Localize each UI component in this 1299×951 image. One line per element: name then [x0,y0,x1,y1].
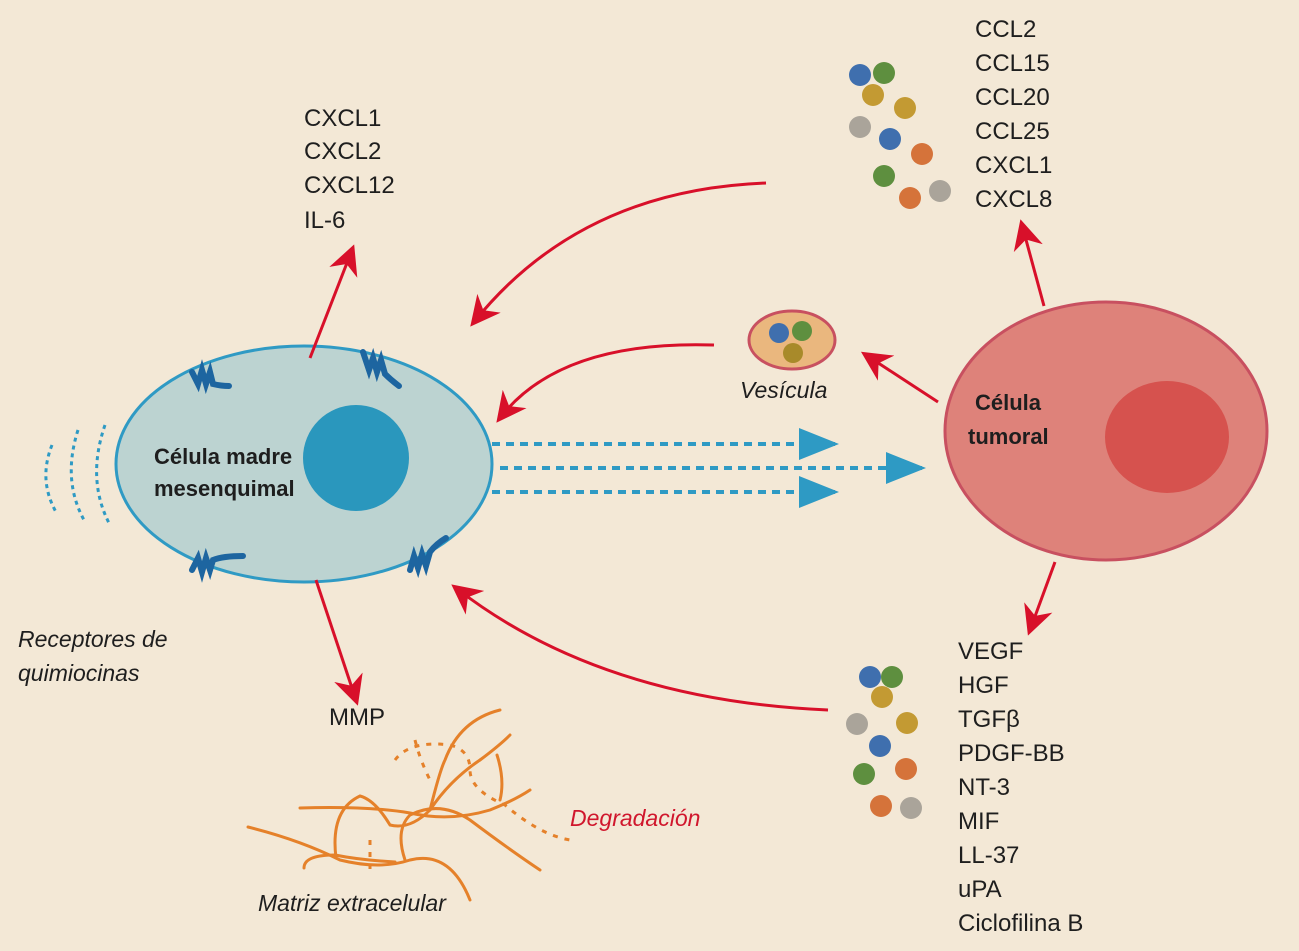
list-item: NT-3 [958,774,1010,801]
bead-blue [859,666,881,688]
list-item: HGF [958,672,1009,699]
bead-blue [849,64,871,86]
receptor-icon [360,347,402,389]
mmp-label: MMP [329,704,385,731]
list-item: CXCL8 [975,186,1052,213]
bead-yellow [862,84,884,106]
list-item: LL-37 [958,842,1019,869]
bead-green [881,666,903,688]
tumor-bottom-list: VEGF HGF TGFβ PDGF-BB NT-3 MIF LL-37 uPA… [958,638,1083,937]
receptors-label-line1: Receptores de [18,626,168,652]
arrow-mmp [314,579,363,706]
bead-gray [846,713,868,735]
list-item: VEGF [958,638,1023,665]
list-item: CXCL2 [304,138,381,165]
bead-yellow [896,712,918,734]
list-item: Ciclofilina B [958,910,1083,937]
arrow-stem-secretion [308,244,358,359]
vesicle-label: Vesícula [740,377,827,403]
list-item: CXCL12 [304,172,395,199]
receptor-icon [407,535,449,579]
bead-green [873,165,895,187]
red-arrows [308,181,1057,712]
bead-green [853,763,875,785]
stem-cell-nucleus [303,405,409,511]
arrow-bottom-factors [451,584,829,712]
tumor-cell-nucleus [1105,381,1229,493]
arrow-top-chemokines [470,181,767,327]
signal-waves-icon [44,424,112,526]
receptor-icons [189,347,449,583]
arrow-tumor-top [1013,219,1046,307]
arrow-tumor-bottom [1024,561,1057,636]
arrow-tumor-vesicle [860,351,939,404]
bead-orange [899,187,921,209]
bead-gray [900,797,922,819]
stem-cell-label-line2: mesenquimal [154,476,295,501]
stem-cell-label-line1: Célula madre [154,444,292,469]
bead-orange [895,758,917,780]
bead-green [873,62,895,84]
list-item: IL-6 [304,207,345,234]
list-item: CCL20 [975,84,1050,111]
receptor-icon [189,359,232,395]
vesicle-body [747,309,837,371]
bead-blue [879,128,901,150]
bead-orange [911,143,933,165]
bead-yellow [871,686,893,708]
arrow-vesicle [496,343,715,423]
tumor-cell-label-line2: tumoral [968,424,1049,449]
stem-secreted-list: CXCL1 CXCL2 CXCL12 IL-6 [304,105,395,234]
bead-gray [929,180,951,202]
vesicle[interactable] [747,309,837,371]
tumor-cell-label-line1: Célula [975,390,1042,415]
list-item: CXCL1 [975,152,1052,179]
degraded-fibers [368,739,571,870]
receptors-label-line2: quimiocinas [18,660,140,686]
bead-yellow [894,97,916,119]
bead-blue [769,323,789,343]
bottom-bead-cluster [846,666,922,819]
extracellular-matrix-fibers [246,708,542,902]
bead-blue [869,735,891,757]
list-item: CCL2 [975,16,1036,43]
list-item: CCL15 [975,50,1050,77]
receptor-icon [189,547,246,583]
tumor-top-list: CCL2 CCL15 CCL20 CCL25 CXCL1 CXCL8 [975,16,1052,213]
degradation-label: Degradación [570,805,700,831]
list-item: PDGF-BB [958,740,1065,767]
migration-arrows [492,428,926,508]
top-bead-cluster [849,62,951,209]
list-item: uPA [958,876,1002,903]
bead-orange [870,795,892,817]
tumor-cell[interactable] [943,300,1269,562]
list-item: TGFβ [958,706,1020,733]
matrix-label: Matriz extracelular [258,890,447,916]
bead-gray [849,116,871,138]
list-item: CXCL1 [304,105,381,132]
list-item: MIF [958,808,999,835]
bead-green [792,321,812,341]
bead-yellow [783,343,803,363]
stem-cell[interactable] [114,344,494,584]
list-item: CCL25 [975,118,1050,145]
